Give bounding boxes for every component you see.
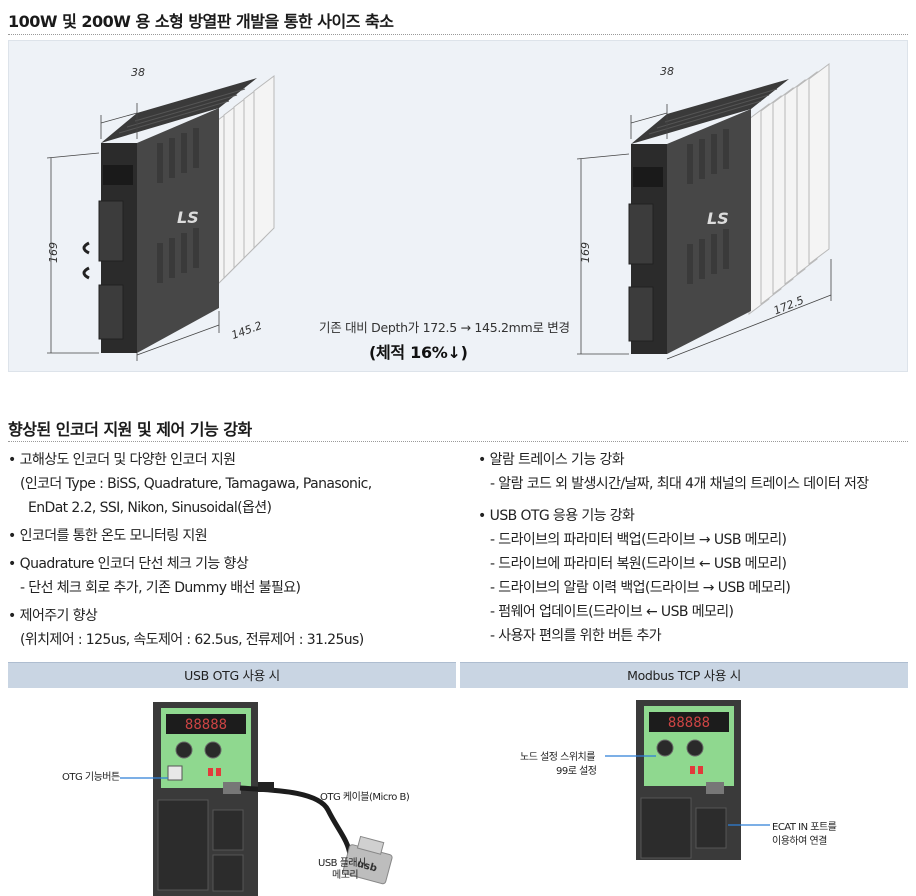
ecat-port-label-2: 이용하여 연결	[772, 836, 827, 847]
section-title-encoder: 향상된 인코더 지원 및 제어 기능 강화	[8, 420, 252, 439]
section-divider-2	[8, 441, 908, 442]
list-item: - 드라이브의 알람 이력 백업(드라이브 → USB 메모리)	[490, 580, 791, 596]
node-switch-label-1: 노드 설정 스위치를	[520, 752, 595, 763]
modbus-tcp-illustration: 88888	[605, 700, 770, 860]
list-item: EnDat 2.2, SSI, Nikon, Sinusoidal(옵션)	[28, 500, 272, 516]
modbus-drive-display: 88888	[668, 715, 710, 731]
ecat-port-label-1: ECAT IN 포트를	[772, 822, 837, 833]
usb-flash-label-1: USB 플래시	[318, 858, 366, 869]
usb-stick-text: usb	[356, 859, 378, 875]
right-width-dim: 38	[660, 65, 674, 78]
tab-usb-otg[interactable]: USB OTG 사용 시	[8, 662, 456, 688]
list-item: - 사용자 편의를 위한 버튼 추가	[490, 628, 662, 644]
node-switch-label-2: 99로 설정	[556, 766, 597, 777]
list-item: 인코더를 통한 온도 모니터링 지원	[8, 524, 372, 548]
list-item: 고해상도 인코더 및 다양한 인코더 지원	[8, 448, 372, 472]
otg-button-label: OTG 기능버튼	[62, 772, 120, 783]
otg-cable-label: OTG 케이블(Micro B)	[320, 792, 410, 803]
features-left-list: 고해상도 인코더 및 다양한 인코더 지원 (인코더 Type : BiSS, …	[8, 448, 372, 652]
list-item: - 드라이브에 파라미터 복원(드라이브 ← USB 메모리)	[490, 556, 787, 572]
left-width-dim: 38	[131, 66, 145, 79]
usb-flash-label-2: 메모리	[332, 870, 359, 881]
list-item: (인코더 Type : BiSS, Quadrature, Tamagawa, …	[20, 476, 372, 492]
list-item: (위치제어 : 125us, 속도제어 : 62.5us, 전류제어 : 31.…	[20, 632, 364, 648]
right-drive-illustration: LS	[576, 63, 832, 360]
list-item: USB OTG 응용 기능 강화	[478, 504, 869, 528]
list-item: Quadrature 인코더 단선 체크 기능 향상	[8, 552, 372, 576]
left-drive-logo: LS	[177, 208, 199, 227]
left-drive-illustration: LS	[46, 75, 275, 361]
list-item: 알람 트레이스 기능 강화	[478, 448, 869, 472]
list-item: - 단선 체크 회로 추가, 기존 Dummy 배선 불필요)	[20, 580, 301, 596]
left-height-dim: 169	[47, 242, 60, 263]
list-item: - 알람 코드 외 발생시간/날짜, 최대 4개 채널의 트레이스 데이터 저장	[490, 476, 869, 492]
usb-drive-display: 88888	[185, 717, 227, 733]
usb-otg-illustration: 88888 usb	[120, 702, 393, 896]
list-item: - 펌웨어 업데이트(드라이브 ← USB 메모리)	[490, 604, 734, 620]
depth-change-caption: 기존 대비 Depth가 172.5 → 145.2mm로 변경	[319, 320, 570, 335]
list-item: 제어주기 향상	[8, 604, 372, 628]
right-height-dim: 169	[579, 242, 592, 263]
tab-modbus-tcp[interactable]: Modbus TCP 사용 시	[460, 662, 908, 688]
features-right-list: 알람 트레이스 기능 강화 - 알람 코드 외 발생시간/날짜, 최대 4개 채…	[478, 448, 869, 648]
section-title-size: 100W 및 200W 용 소형 방열판 개발을 통한 사이즈 축소	[8, 12, 394, 31]
volume-reduction-caption: (체적 16%↓)	[369, 343, 468, 362]
list-item: - 드라이브의 파라미터 백업(드라이브 → USB 메모리)	[490, 532, 787, 548]
section-divider	[8, 34, 908, 35]
dimension-figure-panel: LS 38 169 145.2	[8, 40, 908, 372]
right-drive-logo: LS	[707, 209, 729, 228]
